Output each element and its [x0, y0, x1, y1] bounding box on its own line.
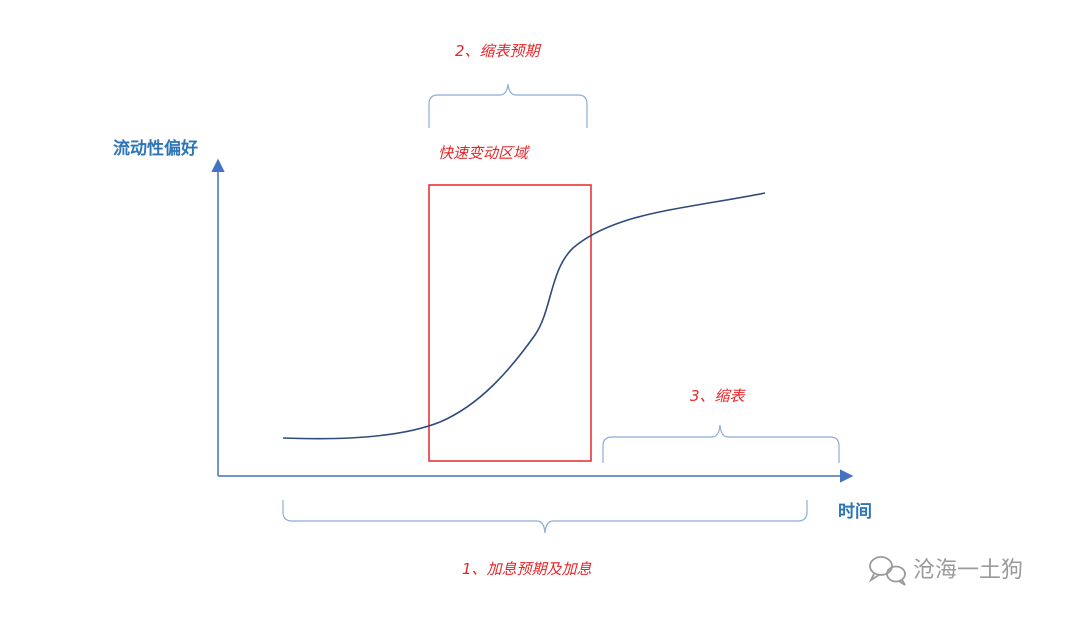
phase-3-label: 3、缩表 — [690, 387, 747, 405]
phase-3-brace — [602, 424, 840, 463]
watermark-text: 沧海一土狗 — [913, 558, 1023, 583]
liquidity-preference-curve — [282, 192, 766, 440]
wechat-icon — [868, 556, 906, 586]
rapid-change-box — [428, 184, 592, 462]
x-axis-label: 时间 — [838, 501, 872, 522]
rapid-change-label: 快速变动区域 — [438, 144, 530, 162]
y-axis-label: 流动性偏好 — [113, 138, 198, 159]
phase-2-brace — [428, 83, 588, 128]
phase-1-label: 1、加息预期及加息 — [462, 560, 592, 578]
phase-2-label: 2、缩表预期 — [455, 42, 542, 60]
phase-1-brace — [282, 500, 808, 534]
